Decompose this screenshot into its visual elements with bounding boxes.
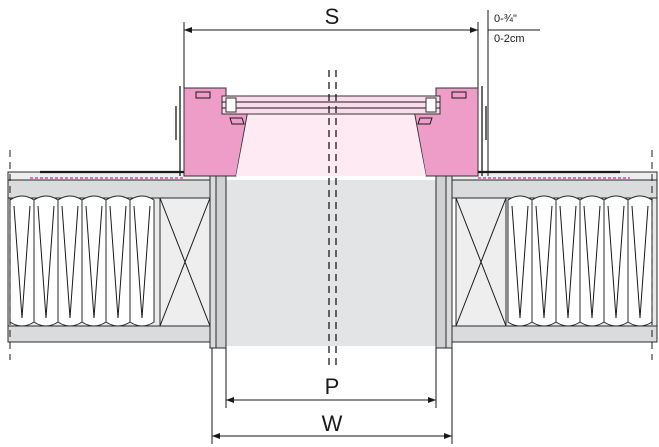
dimension-p: P — [225, 348, 437, 408]
curb-wall-right — [435, 175, 447, 349]
seal-details — [229, 117, 433, 125]
curb-flashing-right — [445, 171, 453, 349]
curb-flashing-left — [209, 171, 217, 349]
ceiling-right — [451, 325, 658, 343]
frame-details — [195, 91, 467, 99]
roof-assembly-left — [7, 150, 217, 360]
dimension-s: S — [183, 4, 479, 88]
roof-assembly-right — [451, 150, 658, 360]
light-shaft — [226, 180, 436, 346]
s-label: S — [325, 4, 340, 29]
skylight-unit — [175, 86, 487, 177]
insulation-batts-left — [9, 195, 155, 327]
w-label: W — [322, 411, 343, 436]
roof-membrane-right — [451, 171, 658, 181]
insulation-batts-right — [507, 195, 653, 327]
dimension-w: W — [211, 348, 453, 444]
tolerance-imperial: 0-¾" — [494, 13, 517, 25]
outer-cladding-lines — [179, 86, 483, 176]
ceiling-left — [7, 325, 217, 343]
curb-wall-left — [215, 175, 227, 349]
tolerance-metric: 0-2cm — [494, 33, 525, 45]
spacer-right — [425, 97, 437, 113]
gasket-lines — [175, 106, 487, 140]
glazing-panel — [221, 95, 441, 115]
tolerance-note: 0-¾" 0-2cm — [487, 10, 540, 176]
p-label: P — [325, 374, 340, 399]
glazing-cavity — [236, 114, 426, 176]
blocking-cross-left — [159, 197, 211, 327]
blocking-cross-right — [455, 197, 507, 327]
roof-deck-left — [7, 179, 217, 199]
spacer-left — [225, 97, 237, 113]
roof-deck-right — [451, 179, 658, 199]
